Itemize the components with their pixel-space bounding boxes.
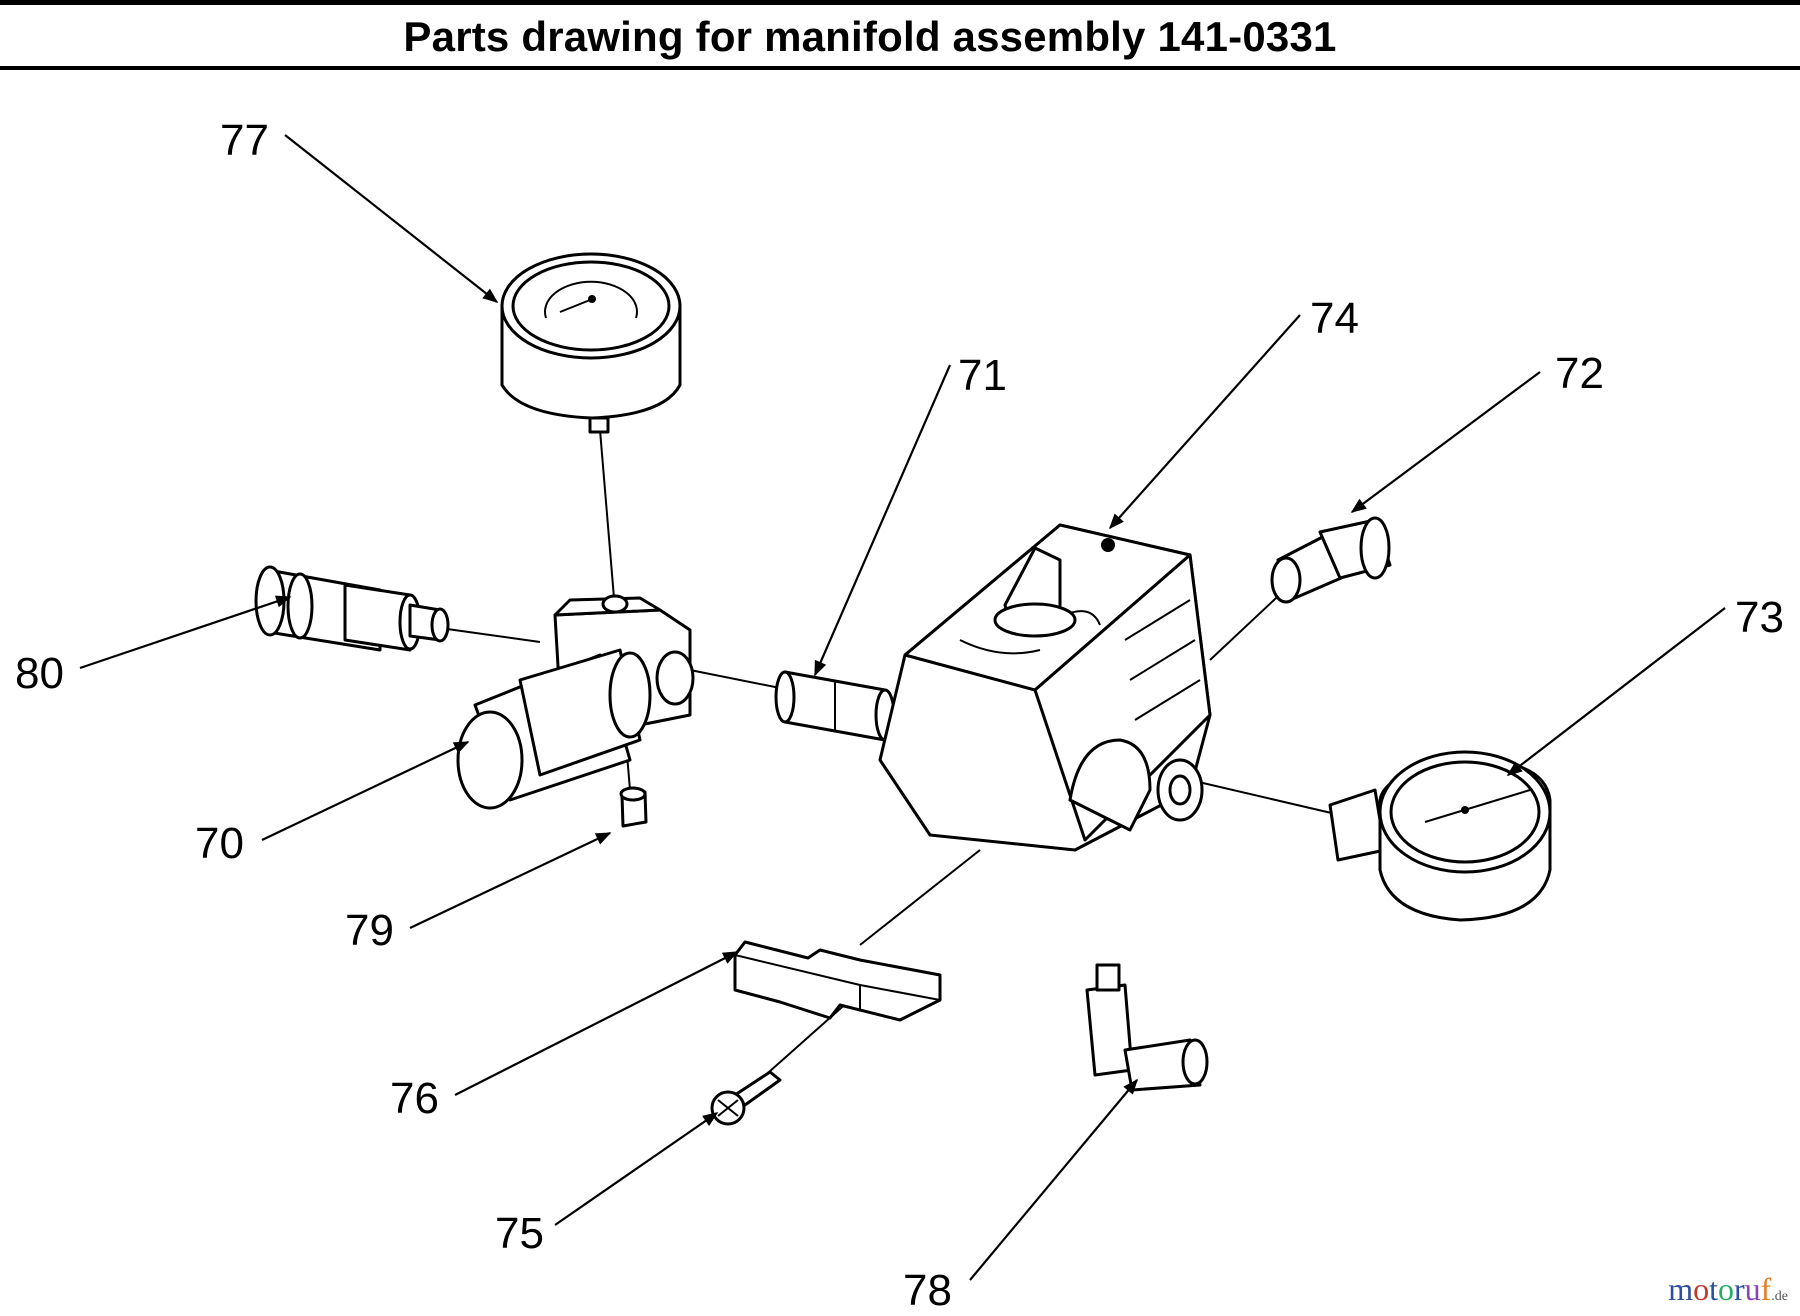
label-74: 74 [1310,294,1359,343]
watermark: motoruf.de [1668,1271,1788,1308]
label-72: 72 [1555,349,1604,398]
label-71: 71 [958,351,1007,400]
fitting-78 [1085,963,1209,1092]
label-70: 70 [195,819,244,868]
title-bar: Parts drawing for manifold assembly 141-… [0,0,1800,70]
bracket-76 [733,940,942,1022]
page-title: Parts drawing for manifold assembly 141-… [403,13,1337,60]
label-73: 73 [1735,593,1784,642]
watermark-suffix: .de [1771,1289,1788,1304]
screw-75 [710,1070,782,1126]
plug-79 [619,786,648,828]
pressure-switch-74 [878,523,1212,852]
callout-labels: 77 74 71 72 73 80 70 79 76 75 78 [15,116,1784,1315]
nipple-71 [774,670,896,742]
callout-leaders [79,134,1726,1281]
label-77: 77 [220,116,269,165]
label-75: 75 [495,1209,544,1258]
label-78: 78 [903,1266,952,1315]
label-80: 80 [15,649,64,698]
coupler-80 [254,565,450,652]
gauge-73 [1328,750,1552,922]
regulator-70 [456,594,695,810]
gauge-77 [500,252,682,434]
elbow-72 [1270,516,1392,604]
label-76: 76 [390,1074,439,1123]
label-79: 79 [345,906,394,955]
watermark-text: motoruf [1668,1271,1772,1307]
